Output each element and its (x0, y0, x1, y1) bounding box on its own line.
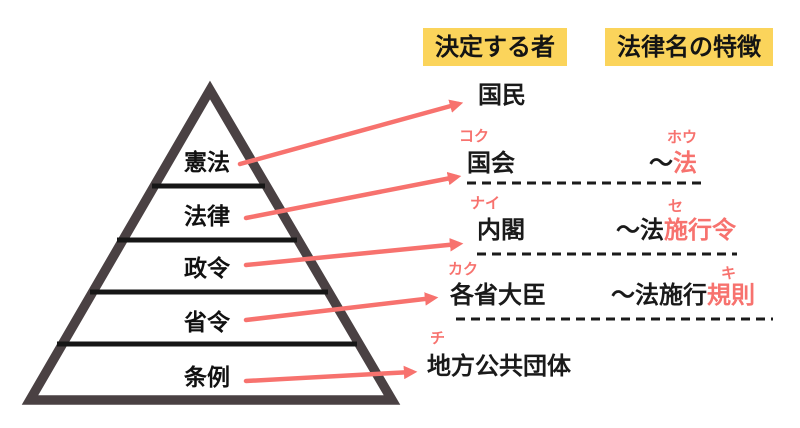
law-name-shikourei: ～法施行令 (616, 216, 736, 244)
law-name-shikourei-prefix: ～法 (616, 216, 664, 244)
law-name-hou-highlight: 法 (673, 149, 697, 177)
pyramid-outline (21, 80, 401, 405)
furigana-hou: ホウ (667, 128, 698, 146)
furigana-nai: ナイ (470, 194, 501, 212)
law-name-hou-prefix: ～ (649, 149, 673, 177)
arrow-cabinet-order-to-cabinet (243, 238, 464, 268)
arrow-ordinance-to-local-govt (243, 365, 418, 384)
pyramid-label-constitution: 憲法 (184, 150, 230, 176)
law-name-kisoku-prefix: ～法施行 (611, 281, 707, 309)
furigana-se: セ (668, 197, 684, 215)
furigana-ki: キ (721, 264, 737, 282)
furigana-koku: コク (459, 127, 490, 145)
decider-diet: 国会 (467, 149, 515, 177)
law-name-kisoku-highlight: 規則 (707, 281, 755, 309)
pyramid-label-cabinet-order: 政令 (184, 256, 230, 282)
law-name-kisoku: ～法施行規則 (611, 281, 755, 309)
header-decider: 決定する者 (423, 28, 567, 66)
decider-local-government: 地方公共団体 (427, 352, 571, 380)
furigana-chi: チ (430, 329, 446, 347)
law-name-shikourei-highlight: 施行令 (664, 216, 736, 244)
law-name-hou: ～法 (649, 149, 697, 177)
decider-ministers: 各省大臣 (450, 281, 546, 309)
decider-cabinet: 内閣 (477, 216, 525, 244)
arrow-ministerial-order-to-ministers (243, 292, 439, 323)
pyramid-label-ministerial-order: 省令 (184, 310, 230, 336)
header-law-name-feature: 法律名の特徴 (605, 28, 773, 66)
furigana-kaku: カク (448, 260, 479, 278)
arrow-law-to-diet (243, 171, 462, 221)
arrow-constitution-to-citizens (237, 99, 464, 167)
pyramid-label-statute: 法律 (184, 204, 230, 230)
decider-citizens: 国民 (478, 81, 526, 109)
pyramid-label-ordinance: 条例 (184, 365, 230, 391)
